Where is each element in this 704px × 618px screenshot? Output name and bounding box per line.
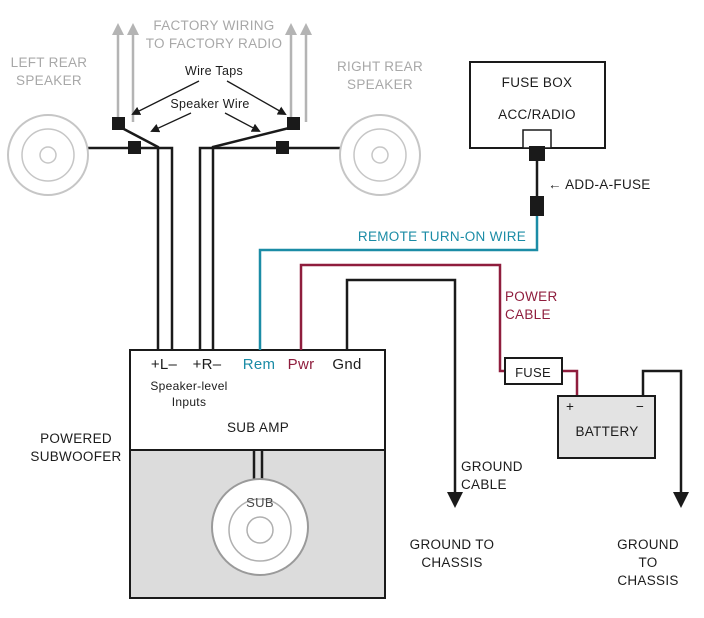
inline-fuse [504,357,563,385]
acc-radio-slot [522,129,552,149]
right-tap-wire [211,125,294,350]
amp-ground-cable [345,278,463,508]
terminal-remote: Rem [242,356,276,373]
wire-tap [276,141,289,154]
sub-label: SUB [246,495,274,510]
wire-taps-pointer-right [226,80,287,115]
left-speaker-label: LEFT REAR SPEAKER [10,55,88,89]
powered-subwoofer-label: POWERED SUBWOOFER [30,431,122,465]
speaker-level-inputs-label: Speaker-level Inputs [150,379,228,410]
factory-wiring-label: FACTORY WIRING TO FACTORY RADIO [145,18,283,52]
speaker-outer-ring [7,114,89,196]
speaker-dustcap [39,146,57,164]
speaker-wire-label: Speaker Wire [170,97,250,111]
speaker-cone [21,128,75,182]
remote-turn-on-wire [258,212,539,350]
ground-chassis-right-label: GROUND TO CHASSIS [617,537,679,589]
power-cable-wire [299,263,505,373]
power-cable-label: POWER CABLE [505,289,558,323]
sub-driver [211,478,309,576]
fuse-box-title: FUSE BOX [501,75,573,90]
terminal-right-input: +R– [192,356,222,373]
speaker-wires [88,125,340,350]
battery-label: BATTERY [575,424,639,439]
wire-tap [128,141,141,154]
terminal-ground: Gnd [332,356,362,373]
wire-taps [112,117,300,154]
terminal-power: Pwr [287,356,315,373]
right-rear-speaker [339,114,421,196]
left-speaker-wire [88,146,174,350]
sub-cone [228,498,292,562]
left-rear-speaker [7,114,89,196]
speaker-dustcap [371,146,389,164]
speaker-outer-ring [339,114,421,196]
wire-tap [287,117,300,130]
sub-amp-box [129,349,386,451]
right-speaker-label: RIGHT REAR SPEAKER [336,59,424,93]
power-cable-to-battery [562,369,579,398]
speaker-wire-pointer-right [224,112,261,132]
add-a-fuse-holder [530,196,544,216]
ground-chassis-left-label: GROUND TO CHASSIS [409,537,495,571]
sub-dustcap [246,516,274,544]
right-speaker-wire [198,146,340,350]
wire-tap [112,117,125,130]
sub-outer-ring [211,478,309,576]
factory-wiring-arrows [112,23,312,122]
left-tap-wire [119,125,160,350]
fuse-label: FUSE [515,365,551,380]
battery-plus-terminal: + [566,399,575,414]
speaker-wire-pointer-left [150,112,192,133]
label-pointer-arrows [131,80,287,133]
fuse-tap-connector [529,146,545,161]
ground-cable-label: GROUND CABLE [461,459,523,493]
wire-taps-label: Wire Taps [184,64,244,78]
battery-ground-cable [641,369,689,508]
add-a-fuse-label: ← ADD-A-FUSE [548,177,651,192]
speaker-cone [353,128,407,182]
acc-radio-label: ACC/RADIO [498,107,576,122]
sub-amp-label: SUB AMP [226,420,290,435]
terminal-left-input: +L– [150,356,178,373]
wire-taps-pointer-left [131,80,200,115]
battery [557,395,656,459]
battery-minus-terminal: − [636,399,645,414]
remote-turn-on-label: REMOTE TURN-ON WIRE [357,229,527,244]
